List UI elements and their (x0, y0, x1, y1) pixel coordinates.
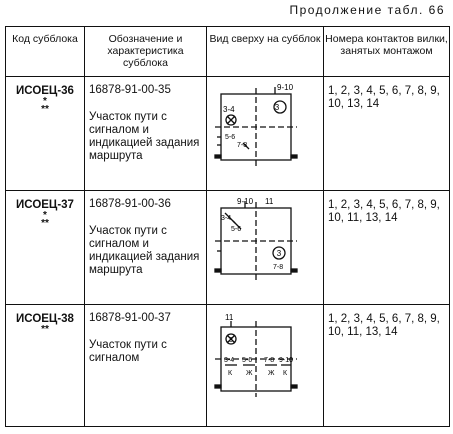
label-3: 3 (229, 337, 233, 344)
description: Участок пути с сигналом и индикацией зад… (89, 225, 200, 276)
view-cell: 11 3 3-4 5-6 7-8 9-10 К Ж Ж К (206, 304, 324, 427)
label-5-6: 5-6 (225, 134, 235, 141)
label-7-8: 7-8 (273, 264, 283, 271)
part-number: 16878-91-00-37 (89, 312, 171, 324)
label-3: 3 (277, 249, 282, 258)
code-cell: ИСОЕЦ-38 ** (5, 304, 85, 427)
description: Участок пути с сигналом и индикацией зад… (89, 111, 200, 162)
label-11: 11 (265, 197, 274, 206)
label-5-6: 5-6 (231, 226, 241, 233)
label-k: К (228, 370, 233, 377)
header-row: Код субблока Обозначение и характеристик… (5, 26, 450, 77)
code-cell: ИСОЕЦ-36 * ** (5, 76, 85, 191)
code-cell: ИСОЕЦ-37 * ** (5, 190, 85, 305)
label-k: К (283, 370, 288, 377)
label-11: 11 (225, 313, 234, 322)
label-7-8: 7-8 (237, 142, 247, 149)
label-zh: Ж (246, 370, 253, 377)
subblock-diagram: 9-10 3 3-4 5-6 7-8 (214, 83, 298, 166)
label-7-8: 7-8 (264, 357, 274, 364)
subblock-code: ИСОЕЦ-37 (16, 199, 74, 211)
footnote-mark: ** (41, 104, 49, 115)
subblock-table: Код субблока Обозначение и характеристик… (5, 26, 450, 427)
part-number: 16878-91-00-35 (89, 84, 171, 96)
subblock-diagram: 9-10 11 3-4 5-6 3 7-8 (214, 197, 298, 280)
header-contacts: Номера контактов вилки, занятых монтажом (323, 26, 450, 77)
label-3-4: 3-4 (221, 215, 231, 222)
subblock-code: ИСОЕЦ-38 (16, 313, 74, 325)
contacts-cell: 1, 2, 3, 4, 5, 6, 7, 8, 9, 10, 11, 13, 1… (323, 190, 450, 305)
contacts-cell: 1, 2, 3, 4, 5, 6, 7, 8, 9, 10, 11, 13, 1… (323, 304, 450, 427)
footnote-mark: * (43, 96, 47, 107)
label-3: 3 (275, 103, 280, 112)
header-view: Вид сверху на субблок (206, 26, 324, 77)
subblock-code: ИСОЕЦ-36 (16, 85, 74, 97)
table-row: ИСОЕЦ-38 ** 16878-91-00-37 Участок пути … (5, 304, 450, 427)
label-zh: Ж (268, 370, 275, 377)
label-9-10: 9-10 (279, 357, 293, 364)
footnote-mark: * (43, 210, 47, 221)
footnote-mark: ** (41, 324, 49, 335)
label-9-10: 9-10 (237, 197, 254, 206)
contacts-cell: 1, 2, 3, 4, 5, 6, 7, 8, 9, 10, 13, 14 (323, 76, 450, 191)
label-3-4: 3-4 (224, 357, 234, 364)
label-9-10: 9-10 (277, 83, 294, 92)
table-caption: Продолжение табл. 66 (289, 3, 445, 17)
view-cell: 9-10 11 3-4 5-6 3 7-8 (206, 190, 324, 305)
designation-cell: 16878-91-00-35 Участок пути с сигналом и… (84, 76, 207, 191)
designation-cell: 16878-91-00-36 Участок пути с сигналом и… (84, 190, 207, 305)
header-designation: Обозначение и характеристика субблока (84, 26, 207, 77)
view-cell: 9-10 3 3-4 5-6 7-8 (206, 76, 324, 191)
part-number: 16878-91-00-36 (89, 198, 171, 210)
footnote-mark: ** (41, 218, 49, 229)
table-row: ИСОЕЦ-37 * ** 16878-91-00-36 Участок пут… (5, 190, 450, 305)
subblock-diagram: 11 3 3-4 5-6 7-8 9-10 К Ж Ж К (214, 313, 298, 397)
designation-cell: 16878-91-00-37 Участок пути с сигналом (84, 304, 207, 427)
table-row: ИСОЕЦ-36 * ** 16878-91-00-35 Участок пут… (5, 76, 450, 191)
description: Участок пути с сигналом (89, 339, 167, 364)
label-3-4: 3-4 (223, 105, 235, 114)
header-code: Код субблока (5, 26, 85, 77)
label-5-6: 5-6 (242, 357, 252, 364)
